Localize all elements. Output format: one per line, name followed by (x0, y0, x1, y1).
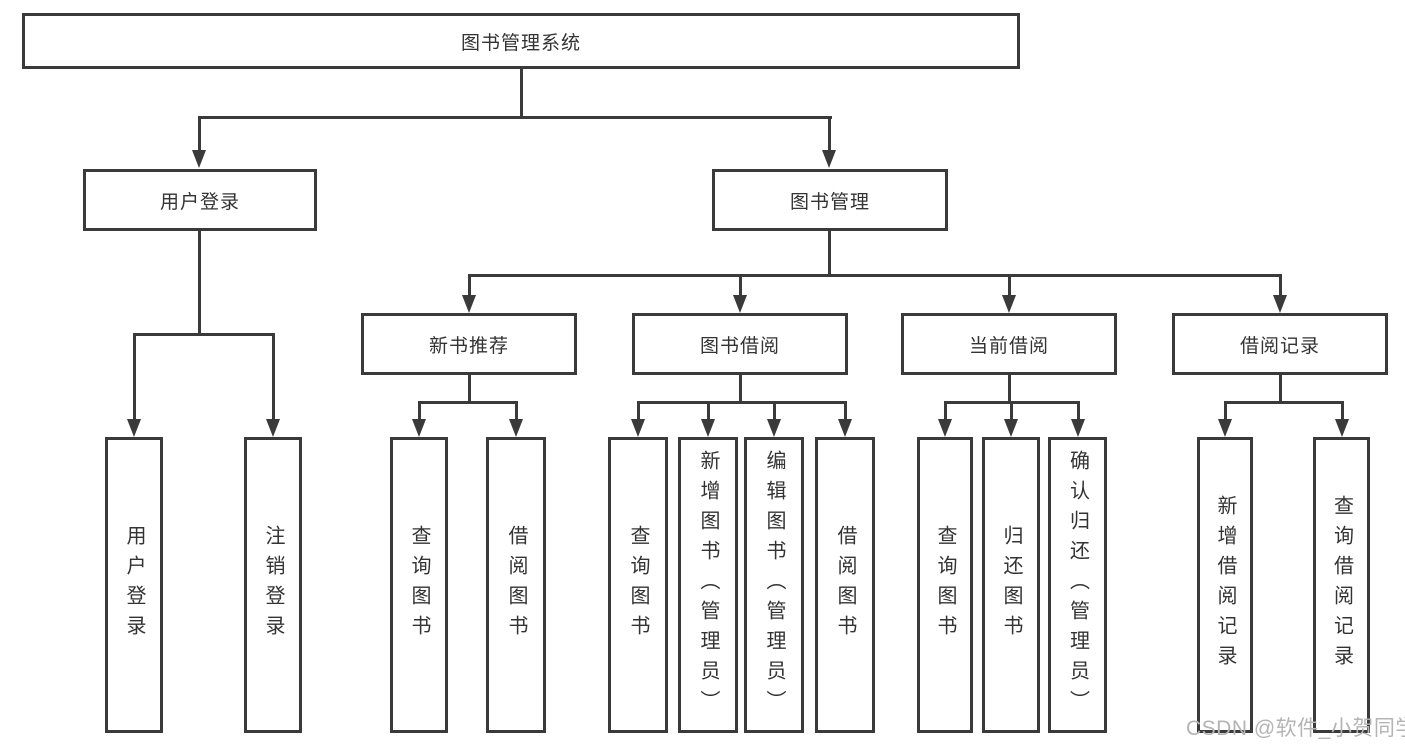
node-library-system: 图书管理系统 (22, 13, 1020, 69)
connector-line (468, 274, 471, 298)
connector-line (637, 401, 640, 421)
connector-line (198, 116, 201, 152)
node-book-borrowing: 图书借阅 (632, 313, 848, 375)
connector-line (1008, 375, 1011, 404)
node-borrowing-records: 借阅记录 (1172, 313, 1388, 375)
connector-line (828, 116, 831, 152)
connector-line (198, 231, 201, 336)
connector-line (739, 274, 742, 298)
connector-line (1224, 401, 1344, 404)
leaf-query-books-current: 查询图书 (917, 437, 973, 733)
connector-line (773, 401, 776, 421)
arrow-down-icon (192, 150, 206, 168)
arrow-down-icon (127, 419, 141, 437)
arrow-down-icon (1071, 419, 1085, 437)
arrow-down-icon (701, 419, 715, 437)
leaf-add-borrow-record: 新增借阅记录 (1197, 437, 1253, 733)
node-book-management: 图书管理 (712, 169, 948, 231)
leaf-borrow-books-recommend: 借阅图书 (486, 437, 546, 733)
connector-line (739, 375, 742, 404)
connector-line (707, 401, 710, 421)
connector-line (944, 401, 947, 421)
arrow-down-icon (631, 419, 645, 437)
arrow-down-icon (1004, 419, 1018, 437)
connector-line (468, 274, 1282, 277)
arrow-down-icon (462, 295, 476, 313)
connector-line (1077, 401, 1080, 421)
connector-line (133, 333, 275, 336)
leaf-borrow-books: 借阅图书 (815, 437, 875, 733)
leaf-query-books-borrow: 查询图书 (608, 437, 668, 733)
arrow-down-icon (938, 419, 952, 437)
connector-line (637, 401, 847, 404)
connector-line (828, 231, 831, 277)
connector-line (1279, 274, 1282, 298)
leaf-user-login: 用户登录 (105, 437, 163, 733)
connector-line (133, 333, 136, 421)
connector-line (515, 401, 518, 421)
leaf-return-books: 归还图书 (982, 437, 1040, 733)
csdn-watermark: CSDN @软件_小贺同学 (1186, 717, 1405, 740)
connector-line (520, 68, 523, 119)
arrow-down-icon (1002, 295, 1016, 313)
arrow-down-icon (767, 419, 781, 437)
leaf-query-borrow-record: 查询借阅记录 (1313, 437, 1370, 733)
connector-line (418, 401, 421, 421)
connector-line (272, 333, 275, 421)
leaf-logout: 注销登录 (244, 437, 302, 733)
leaf-query-books-recommend: 查询图书 (390, 437, 448, 733)
node-current-borrowing: 当前借阅 (901, 313, 1117, 375)
leaf-add-book-admin: 新增图书（管理员） (678, 437, 738, 733)
arrow-down-icon (266, 419, 280, 437)
leaf-confirm-return-admin: 确认归还（管理员） (1048, 437, 1107, 733)
arrow-down-icon (1273, 295, 1287, 313)
arrow-down-icon (1218, 419, 1232, 437)
connector-line (1010, 401, 1013, 421)
connector-line (1224, 401, 1227, 421)
connector-line (1008, 274, 1011, 298)
connector-line (1279, 375, 1282, 404)
connector-line (844, 401, 847, 421)
connector-line (1341, 401, 1344, 421)
node-user-login: 用户登录 (83, 169, 317, 231)
arrow-down-icon (733, 295, 747, 313)
arrow-down-icon (838, 419, 852, 437)
connector-line (198, 116, 832, 119)
leaf-edit-book-admin: 编辑图书（管理员） (744, 437, 804, 733)
arrow-down-icon (412, 419, 426, 437)
arrow-down-icon (822, 150, 836, 168)
node-new-book-recommend: 新书推荐 (361, 313, 577, 375)
connector-line (468, 375, 471, 404)
arrow-down-icon (1335, 419, 1349, 437)
connector-line (418, 401, 518, 404)
arrow-down-icon (509, 419, 523, 437)
